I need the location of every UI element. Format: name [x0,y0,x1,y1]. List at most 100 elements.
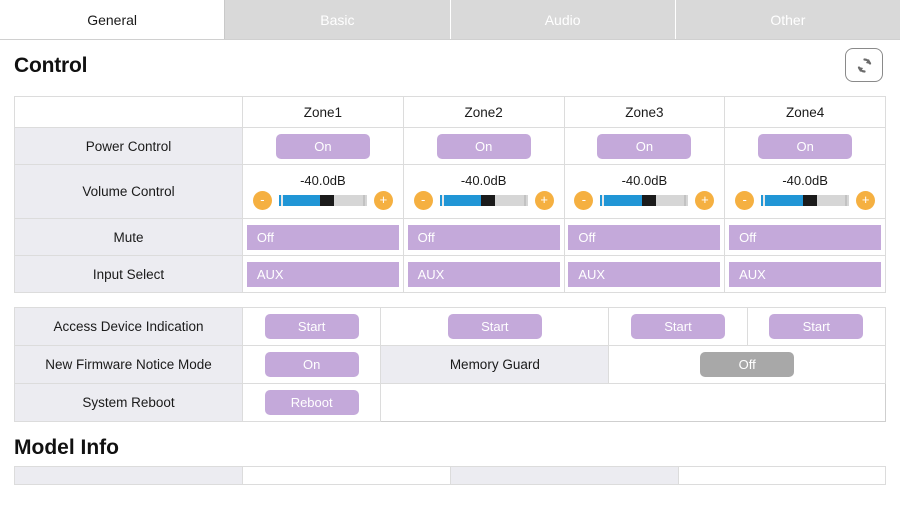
model-info-title: Model Info [14,436,119,459]
volume-value-zone3: -40.0dB [621,172,668,188]
input-select-zone4[interactable]: AUX [729,261,882,287]
volume-increase-zone1[interactable]: + [373,190,393,210]
access-indication-cell-zone1: Start [241,307,382,346]
table-row-system-reboot: System Reboot Reboot [14,383,886,422]
tab-basic[interactable]: Basic [225,0,451,39]
row-label-system-reboot: System Reboot [14,383,243,422]
table-row-volume-control: Volume Control -40.0dB - + -40.0dB [14,164,886,219]
refresh-icon [857,57,871,73]
volume-slider-zone1: - + [243,190,403,210]
model-info-table [14,466,886,485]
mute-select-zone2[interactable]: Off [407,224,560,250]
memory-guard-cell: Off [608,345,886,384]
zone-header-4: Zone4 [724,96,886,128]
refresh-button[interactable] [845,48,883,82]
volume-increase-zone3[interactable]: + [695,190,715,210]
page-title: Control [14,54,88,77]
mute-cell-zone2: Off [402,218,565,256]
power-button-zone1[interactable]: On [275,133,370,159]
volume-cell-zone2: -40.0dB - + [402,164,565,219]
mute-select-zone1[interactable]: Off [246,224,399,250]
model-info-label-cell-2 [450,466,679,485]
zone-header-2: Zone2 [402,96,565,128]
volume-decrease-zone2[interactable]: - [413,190,433,210]
memory-guard-button[interactable]: Off [700,352,795,377]
tab-bar-divider [0,39,900,40]
volume-track-zone4[interactable] [761,194,850,206]
model-info-value-cell-1 [242,466,451,485]
system-reboot-cell: Reboot [241,383,382,422]
access-indication-start-zone3[interactable]: Start [630,314,725,339]
power-button-zone2[interactable]: On [436,133,531,159]
table-row-mute: Mute Off Off Off Off [14,218,886,256]
row-label-memory-guard: Memory Guard [380,345,610,384]
zone-control-table: Zone1 Zone2 Zone3 Zone4 Power Control On… [14,96,886,293]
volume-slider-zone2: - + [404,190,564,210]
device-settings-table: Access Device Indication Start Start Sta… [14,307,887,422]
volume-cell-zone4: -40.0dB - + [724,164,886,219]
tab-bar: General Basic Audio Other [0,0,900,39]
firmware-notice-cell: On [241,345,382,384]
header-empty-cell [14,96,243,128]
access-indication-cell-zone2: Start [380,307,610,346]
power-cell-zone1: On [242,127,404,165]
table-row-firmware-memoryguard: New Firmware Notice Mode On Memory Guard… [14,345,886,384]
tab-general[interactable]: General [0,0,226,39]
tab-audio[interactable]: Audio [450,0,676,39]
row-label-volume-control: Volume Control [14,164,243,219]
row-label-new-firmware-notice-mode: New Firmware Notice Mode [14,345,243,384]
firmware-notice-button[interactable]: On [264,352,359,377]
volume-track-zone2[interactable] [439,194,528,206]
volume-increase-zone4[interactable]: + [856,190,876,210]
access-indication-start-zone1[interactable]: Start [264,314,359,339]
access-indication-cell-zone3: Start [608,307,748,346]
zone-header-1: Zone1 [242,96,404,128]
volume-value-zone2: -40.0dB [460,172,507,188]
model-info-header: Model Info [0,422,900,466]
power-cell-zone3: On [563,127,726,165]
row-label-power-control: Power Control [14,127,243,165]
access-indication-start-zone4[interactable]: Start [769,314,864,339]
access-indication-cell-zone4: Start [746,307,887,346]
row-label-input-select: Input Select [14,255,243,293]
mute-cell-zone3: Off [563,218,726,256]
mute-select-zone3[interactable]: Off [568,224,721,250]
volume-decrease-zone1[interactable]: - [252,190,272,210]
volume-slider-zone4: - + [725,190,885,210]
input-select-cell-zone3: AUX [563,255,726,293]
volume-cell-zone3: -40.0dB - + [563,164,726,219]
volume-cell-zone1: -40.0dB - + [242,164,404,219]
volume-decrease-zone3[interactable]: - [574,190,594,210]
system-reboot-button[interactable]: Reboot [264,390,359,415]
mute-select-zone4[interactable]: Off [729,224,882,250]
table-row-power-control: Power Control On On On On [14,127,886,165]
model-info-value-cell-2 [678,466,886,485]
volume-decrease-zone4[interactable]: - [735,190,755,210]
table-header-row: Zone1 Zone2 Zone3 Zone4 [14,96,886,128]
volume-value-zone4: -40.0dB [782,172,828,188]
model-info-label-cell-1 [14,466,243,485]
mute-cell-zone1: Off [242,218,404,256]
power-button-zone4[interactable]: On [758,133,853,159]
tab-other[interactable]: Other [675,0,900,39]
access-indication-start-zone2[interactable]: Start [447,314,542,339]
volume-track-zone1[interactable] [278,194,367,206]
table-row [14,466,886,485]
reboot-spacer-2 [608,383,748,422]
input-select-cell-zone4: AUX [724,255,886,293]
row-label-mute: Mute [14,218,243,256]
volume-track-zone3[interactable] [600,194,689,206]
control-section-header: Control [0,40,900,96]
volume-value-zone1: -40.0dB [300,172,346,188]
power-button-zone3[interactable]: On [597,133,692,159]
input-select-zone1[interactable]: AUX [246,261,399,287]
mute-cell-zone4: Off [724,218,886,256]
reboot-spacer-3 [747,383,886,422]
volume-increase-zone2[interactable]: + [534,190,554,210]
input-select-cell-zone1: AUX [242,255,404,293]
input-select-zone3[interactable]: AUX [568,261,721,287]
table-row-input-select: Input Select AUX AUX AUX AUX [14,255,886,293]
power-cell-zone2: On [402,127,565,165]
zone-header-3: Zone3 [563,96,726,128]
input-select-zone2[interactable]: AUX [407,261,560,287]
